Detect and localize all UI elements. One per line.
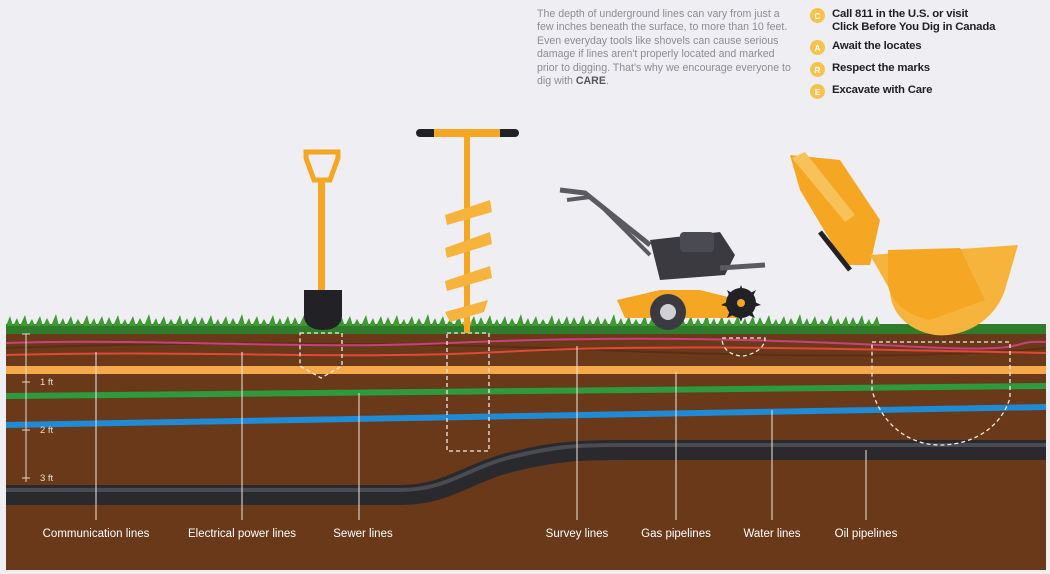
step-text-line1: Call 811 in the U.S. or visit [832, 8, 968, 20]
step-text: Respect the marks [832, 62, 930, 75]
depth-scale [22, 333, 30, 482]
intro-emphasis: CARE [575, 75, 606, 88]
water-line [5, 404, 1047, 428]
step-text-line2: Click Before You Dig in Canada [832, 20, 996, 33]
step-badge-a: A [810, 40, 825, 56]
gas-pipeline [6, 366, 1046, 374]
auger-icon [416, 129, 519, 333]
step-respect: R Respect the marks [810, 62, 1050, 78]
line-labels: Communication lines Electrical power lin… [43, 528, 898, 540]
grass-strip [6, 314, 1046, 334]
label-survey-lines: Survey lines [546, 528, 609, 540]
label-water-lines: Water lines [743, 528, 800, 540]
step-badge-e: E [810, 84, 825, 100]
step-await: A Await the locates [810, 40, 1050, 56]
label-communication-lines: Communication lines [43, 528, 150, 540]
step-badge-r: R [810, 62, 825, 78]
oil-pipeline [6, 440, 1046, 505]
step-excavate: E Excavate with Care [810, 84, 1050, 100]
excavator-bucket-icon [790, 152, 1018, 336]
electrical-line [5, 346, 1047, 357]
label-gas-pipelines: Gas pipelines [641, 528, 711, 540]
intro-paragraph: The depth of underground lines can vary … [537, 8, 795, 88]
label-oil-pipelines: Oil pipelines [835, 528, 898, 540]
leader-lines [95, 346, 867, 520]
depth-label-3ft: 3 ft [40, 473, 54, 484]
depth-labels: 1 ft 2 ft 3 ft [40, 377, 54, 484]
label-sewer-lines: Sewer lines [333, 528, 393, 540]
sewer-line [5, 383, 1047, 399]
step-badge-c: C [810, 8, 825, 23]
survey-line [5, 337, 1047, 350]
oil-pipeline-highlight [6, 443, 1046, 492]
tiller-icon [559, 187, 766, 330]
intro-text-end: . [605, 75, 609, 88]
step-text: Await the locates [832, 40, 922, 53]
depth-label-1ft: 1 ft [40, 377, 54, 388]
shovel-icon [303, 149, 342, 330]
intro-text: The depth of underground lines can vary … [537, 8, 791, 88]
label-electrical-power-lines: Electrical power lines [188, 528, 296, 540]
step-text: Excavate with Care [832, 84, 933, 97]
depth-label-2ft: 2 ft [40, 425, 54, 436]
